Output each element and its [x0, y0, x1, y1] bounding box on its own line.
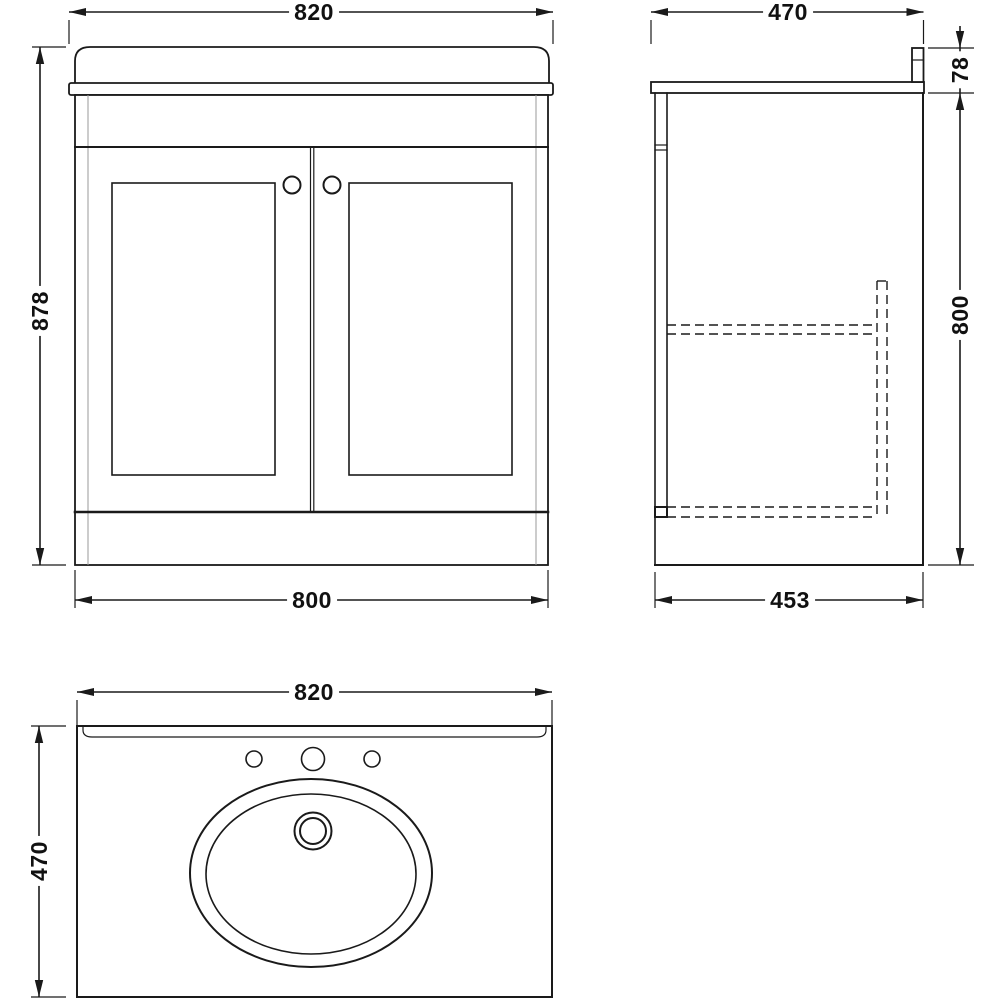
tap-hole-left	[245, 750, 263, 768]
arrowhead	[34, 980, 44, 997]
plan-upstand-lip	[82, 726, 547, 738]
arrowhead	[35, 47, 45, 64]
arrowhead	[77, 688, 94, 696]
arrowhead	[651, 8, 668, 16]
front-worktop-edge	[68, 82, 554, 96]
dim-plan-depth: 470	[26, 836, 52, 886]
arrowhead	[906, 596, 923, 604]
plan-view	[76, 725, 553, 998]
drain-hole	[299, 817, 327, 845]
side-upstand	[911, 47, 925, 83]
dim-side-depth-bottom: 453	[765, 588, 815, 612]
front-worktop-upstand	[74, 46, 550, 85]
right-door-knob	[322, 175, 342, 195]
arrowhead	[531, 596, 548, 604]
front-cabinet-body	[74, 94, 549, 566]
side-view	[650, 47, 925, 566]
arrowhead	[34, 726, 44, 743]
plan-worktop-outline	[76, 725, 553, 998]
arrowhead	[906, 8, 924, 16]
basin-outer-rim	[189, 778, 433, 968]
arrowhead	[535, 688, 552, 696]
arrowhead	[75, 596, 92, 604]
dim-front-width-top: 820	[289, 0, 339, 24]
arrowhead	[955, 31, 965, 48]
front-view	[68, 46, 554, 566]
dim-front-width-bottom: 800	[287, 588, 337, 612]
arrowhead	[69, 8, 86, 16]
front-left-door-panel	[111, 182, 276, 476]
arrowhead	[35, 548, 45, 565]
dim-side-height: 800	[947, 290, 973, 340]
arrowhead	[655, 596, 672, 604]
left-door-knob	[282, 175, 302, 195]
arrowhead	[955, 548, 965, 565]
tap-hole-centre	[300, 746, 326, 772]
side-dimensions	[650, 8, 974, 608]
arrowhead	[955, 93, 965, 110]
side-door-bottom-block	[654, 506, 668, 518]
side-worktop-slab	[650, 81, 925, 94]
drain-outer-ring	[293, 811, 333, 851]
dim-front-height: 878	[27, 286, 53, 336]
dim-side-depth-top: 470	[763, 0, 813, 24]
arrowhead	[536, 8, 553, 16]
dim-side-worktop-height: 78	[947, 51, 973, 89]
front-right-door-panel	[348, 182, 513, 476]
dim-plan-width: 820	[289, 680, 339, 704]
tap-hole-right	[363, 750, 381, 768]
basin-inner-bowl	[205, 793, 417, 955]
